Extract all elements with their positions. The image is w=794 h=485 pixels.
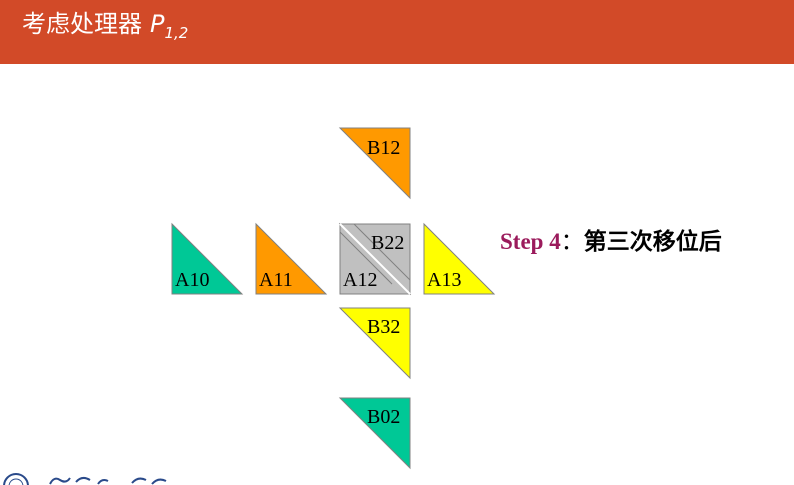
- step-caption: Step 4：第三次移位后: [500, 226, 722, 258]
- tile-b12-triangle: [338, 127, 411, 200]
- step-separator: ：: [560, 229, 584, 255]
- tile-b12-label: B12: [367, 137, 400, 159]
- step-description: 第三次移位后: [583, 229, 722, 255]
- processor-subscript: 1,2: [164, 24, 189, 42]
- university-logo-icon: [3, 473, 167, 485]
- tile-a11-label: A11: [259, 269, 293, 291]
- tile-b22-label: B22: [371, 232, 404, 254]
- tile-b02-triangle: [338, 397, 411, 470]
- tile-b32-triangle: [338, 307, 411, 380]
- slide-title-text: 考虑处理器: [22, 10, 142, 38]
- gray-hatching: [339, 223, 411, 285]
- tile-a12-label: A12: [343, 269, 377, 291]
- slide-title: 考虑处理器 P1,2: [22, 8, 188, 43]
- slide-header: 考虑处理器 P1,2: [0, 0, 794, 64]
- tile-a10-triangle: [171, 222, 244, 295]
- processor-symbol: P: [150, 10, 165, 38]
- tile-a11-triangle: [255, 222, 328, 295]
- tile-b02-label: B02: [367, 406, 400, 428]
- tile-a13-label: A13: [427, 269, 461, 291]
- tile-b32-label: B32: [367, 316, 400, 338]
- tile-diagonal-separator: [339, 223, 411, 295]
- tile-a10-label: A10: [175, 269, 209, 291]
- tile-a13-triangle: [423, 222, 496, 295]
- step-prefix: Step 4: [500, 229, 561, 254]
